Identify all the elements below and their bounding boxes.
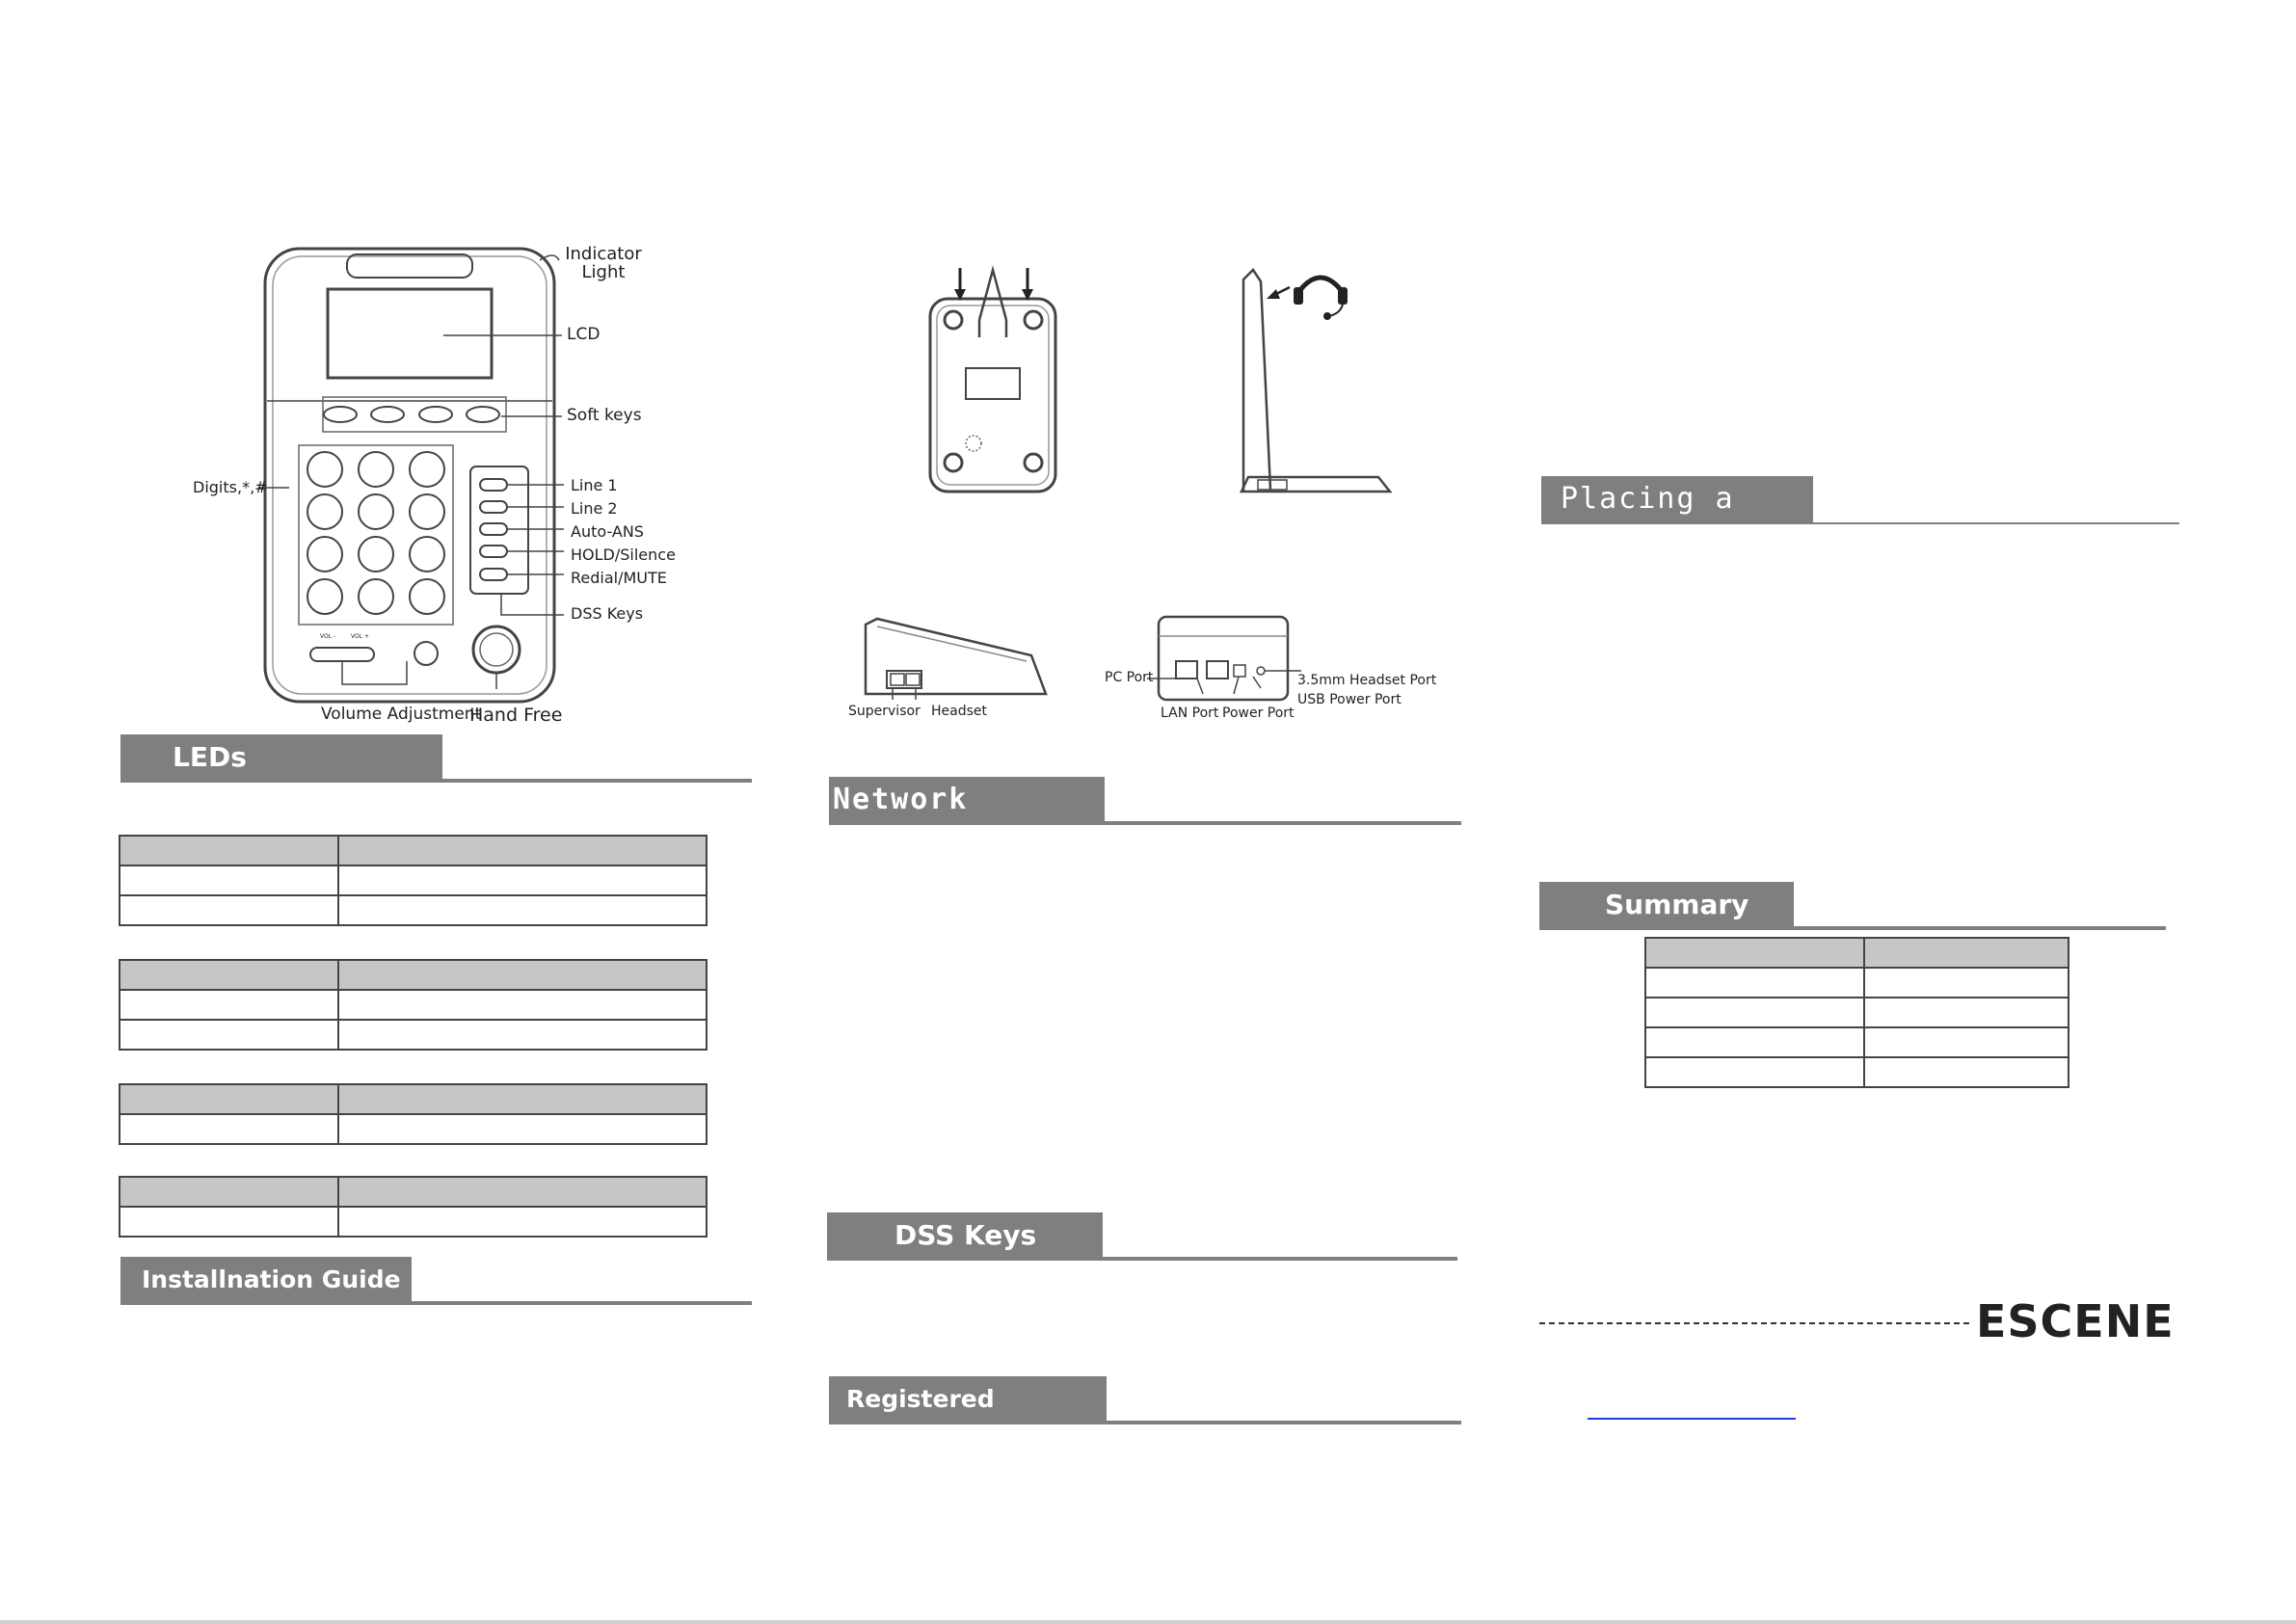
- label-headset: Headset: [931, 704, 988, 719]
- ports-diagram: [864, 615, 1301, 702]
- headset-icon: [1294, 275, 1348, 320]
- label-vol-plus: VOL +: [351, 633, 369, 640]
- leds-table-3: [119, 1083, 707, 1145]
- section-header-registered-account: Registered Account: [829, 1376, 1461, 1459]
- leds-table-2: [119, 959, 707, 1051]
- summary-table: [1644, 937, 2069, 1088]
- label-headset-port: 3.5mm Headset Port: [1297, 673, 1437, 688]
- label-soft-keys: Soft keys: [567, 406, 642, 425]
- section-title: DSS Keys: [827, 1212, 1103, 1259]
- section-header-network-setting: Network Setting: [829, 777, 1461, 863]
- section-header-installation-guide: Installnation Guide: [120, 1257, 752, 1305]
- label-dss-keys: DSS Keys: [571, 604, 644, 623]
- phone-front-diagram: [258, 247, 564, 704]
- section-title: Installnation Guide: [120, 1257, 412, 1303]
- label-usb-power-port: USB Power Port: [1297, 692, 1402, 707]
- leds-table-4: [119, 1176, 707, 1238]
- section-header-dss-keys: DSS Keys: [827, 1212, 1457, 1261]
- label-hand-free: Hand Free: [469, 705, 563, 726]
- section-header-leds: LEDs: [120, 734, 752, 783]
- section-header-placing-a-call: Placing a Call: [1541, 476, 2179, 562]
- website-link-underline[interactable]: [1588, 1418, 1796, 1420]
- label-auto-ans: Auto-ANS: [571, 522, 644, 541]
- section-title: Network Setting: [829, 777, 1105, 863]
- footer-dashed-rule: [1539, 1322, 1969, 1324]
- label-lan-port: LAN Port: [1161, 706, 1219, 721]
- label-pc-port: PC Port: [1105, 670, 1154, 685]
- label-line-1: Line 1: [571, 476, 618, 494]
- label-supervisor: Supervisor: [848, 704, 921, 719]
- leds-table-1: [119, 835, 707, 926]
- label-digits: Digits,*,#: [193, 478, 268, 496]
- label-vol-minus: VOL -: [320, 633, 336, 640]
- section-title: Summary: [1539, 882, 1794, 928]
- section-title: Placing a Call: [1541, 476, 1813, 562]
- page-bottom-rule: [0, 1620, 2296, 1624]
- label-power-port: Power Port: [1222, 706, 1295, 721]
- label-hold-silence: HOLD/Silence: [571, 546, 676, 564]
- label-redial-mute: Redial/MUTE: [571, 569, 667, 587]
- label-line-2: Line 2: [571, 499, 618, 518]
- escene-logo: ESCENE: [1976, 1295, 2175, 1347]
- stand-install-diagram: [928, 265, 1393, 493]
- label-indicator-light: Indicator Light: [565, 244, 642, 282]
- label-volume-adjustment: Volume Adjustment: [321, 705, 482, 724]
- label-lcd: LCD: [567, 325, 601, 344]
- section-title: LEDs: [120, 734, 442, 781]
- section-title: Registered Account: [829, 1376, 1107, 1459]
- section-header-summary: Summary: [1539, 882, 2166, 930]
